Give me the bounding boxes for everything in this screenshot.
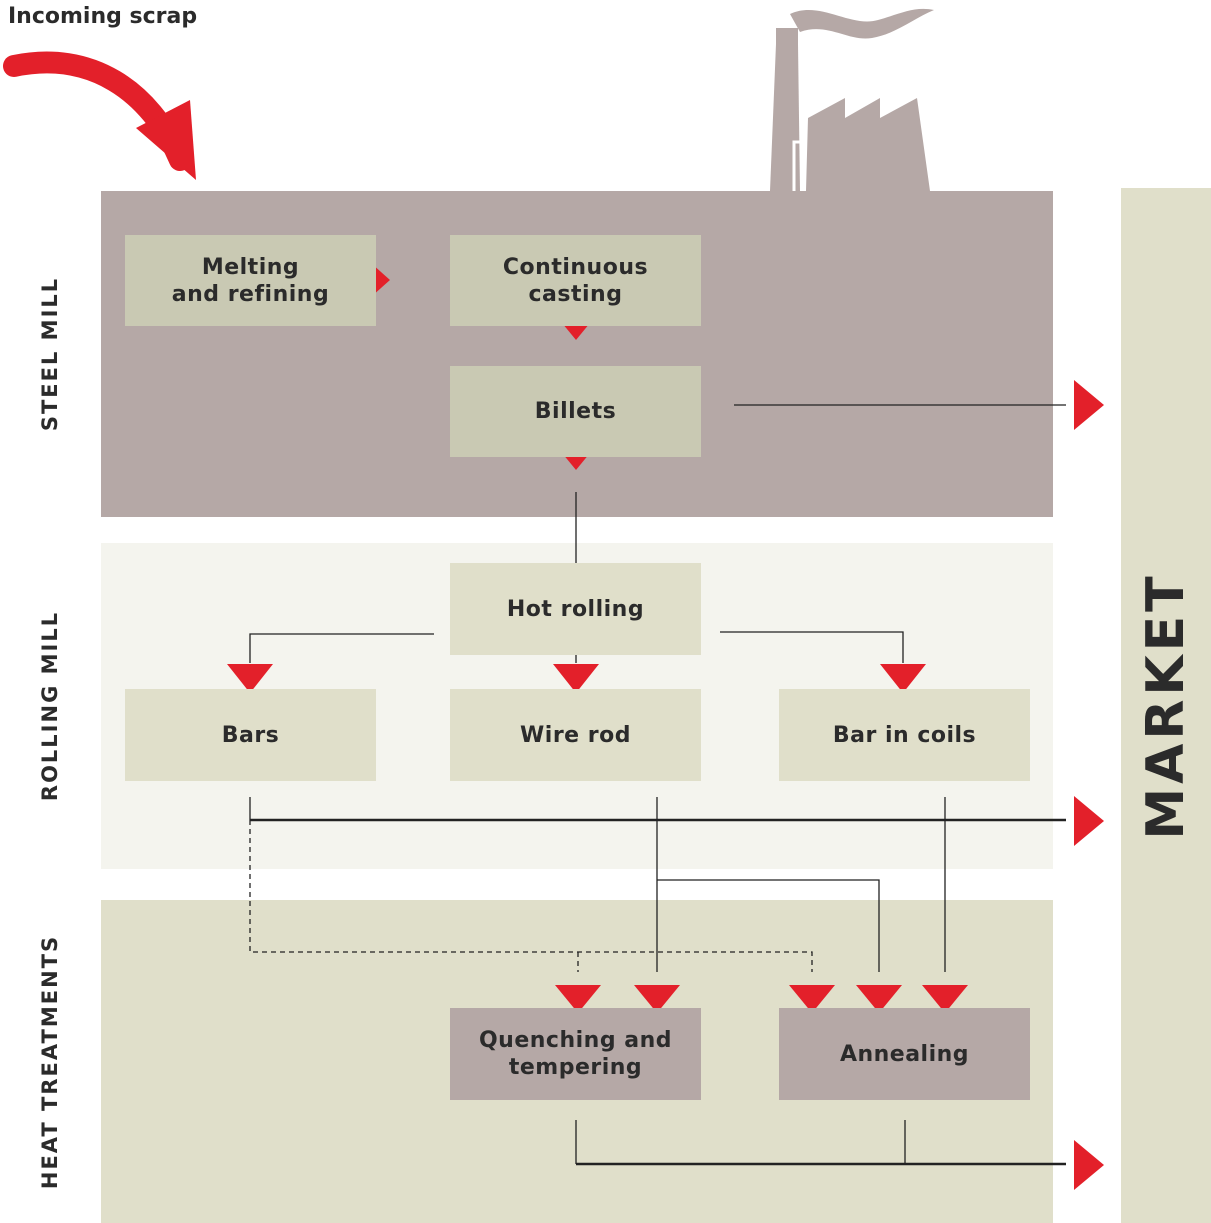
- factory-icon: [770, 8, 934, 191]
- market-label: MARKET: [1136, 572, 1196, 840]
- rolling-mill-label: ROLLING MILL: [38, 610, 62, 802]
- market-arrows: [1074, 380, 1104, 1190]
- bars-label: Bars: [221, 722, 280, 748]
- melting-label: Melting and refining: [171, 254, 330, 307]
- bar-in-coils-label: Bar in coils: [832, 722, 977, 748]
- dashed-lines: [249, 820, 813, 972]
- bar-in-coils-box: Bar in coils: [779, 689, 1030, 781]
- heat-treatments-label: HEAT TREATMENTS: [38, 934, 62, 1190]
- incoming-scrap-arrow: [3, 51, 196, 180]
- incoming-scrap-label: Incoming scrap: [8, 4, 198, 29]
- billets-box: Billets: [450, 366, 701, 457]
- annealing-label: Annealing: [839, 1041, 970, 1067]
- connector-lines: [249, 404, 1066, 1164]
- quenching-box: Quenching and tempering: [450, 1008, 701, 1100]
- billets-label: Billets: [534, 399, 617, 424]
- melting-box: Melting and refining: [125, 235, 376, 326]
- casting-label: Continuous casting: [502, 254, 649, 307]
- hot-rolling-box: Hot rolling: [450, 563, 701, 655]
- market-lines: [250, 818, 1066, 1166]
- steel-mill-label: STEEL MILL: [38, 276, 62, 432]
- market-bar: [1121, 188, 1211, 1223]
- casting-box: Continuous casting: [450, 235, 701, 326]
- annealing-box: Annealing: [779, 1008, 1030, 1100]
- wire-rod-label: Wire rod: [520, 722, 631, 748]
- wire-rod-box: Wire rod: [450, 689, 701, 781]
- bars-box: Bars: [125, 689, 376, 781]
- quenching-label: Quenching and tempering: [478, 1028, 673, 1080]
- hot-rolling-label: Hot rolling: [506, 596, 645, 622]
- factory-detail: [792, 140, 804, 191]
